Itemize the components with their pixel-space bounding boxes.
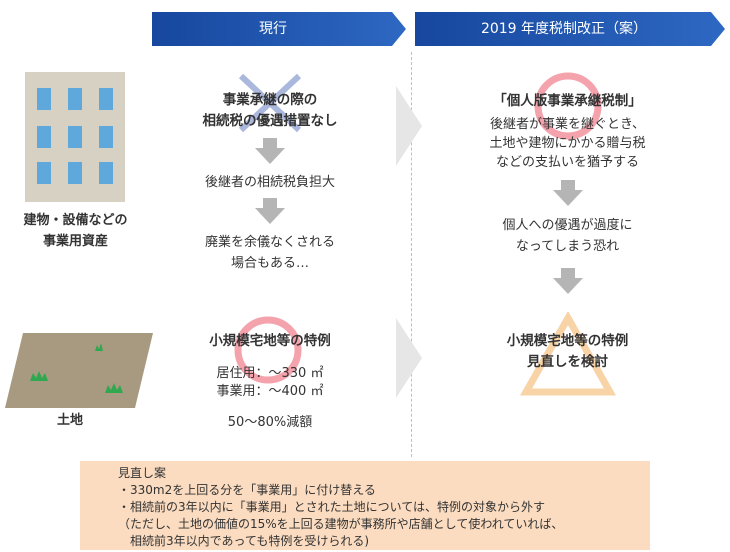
circle-icon [534,72,602,140]
note-line: 相続前3年以内であっても特例を受けられる) [130,534,369,548]
reform-description: 後継者が事業を継ぐとき、土地や建物にかかる贈与税などの支払いを猶予する [489,117,646,170]
column-divider [411,52,412,457]
down-arrow-icon [553,180,583,206]
header-reform: 2019 年度税制改正（案） [415,12,725,46]
triangle-icon [520,312,616,396]
review-proposal-note: 見直し案 ・330m2を上回る分を「事業用」に付け替える ・相続前の3年以内に「… [80,461,650,550]
building-label: 建物・設備などの事業用資産 [23,213,128,249]
building-icon [25,72,125,202]
right-arrow-icon [396,86,422,166]
cross-icon [238,73,302,133]
right-arrow-icon [396,318,422,398]
note-title: 見直し案 [118,466,167,480]
note-line: ・相続前の3年以内に「事業用」とされた土地については、特例の対象から外す [118,500,546,514]
reform-title: 「個人版事業承継税制」 [493,93,642,109]
circle-icon [234,316,302,384]
burden-text: 後継者の相続税負担大 [204,175,335,190]
land-label: 土地 [56,413,83,428]
special-provision-title: 小規模宅地等の特例 [209,333,331,349]
reduction-text: 50～80%減額 [227,415,313,430]
down-arrow-icon [255,138,285,164]
land-icon [5,333,153,408]
forced-closure-text: 廃業を余儀なくされる場合もある… [204,235,335,271]
down-arrow-icon [553,268,583,294]
note-line: （ただし、土地の価値の15%を上回る建物が事務所や店舗として使われていれば、 [118,517,564,531]
no-measure-text: 事業承継の際の相続税の優遇措置なし [202,92,338,129]
review-text: 小規模宅地等の特例見直しを検討 [506,333,629,370]
risk-text: 個人への優遇が過度になってしまう恐れ [502,218,633,254]
down-arrow-icon [255,198,285,224]
note-line: ・330m2を上回る分を「事業用」に付け替える [118,483,376,497]
header-current: 現行 [152,12,406,46]
